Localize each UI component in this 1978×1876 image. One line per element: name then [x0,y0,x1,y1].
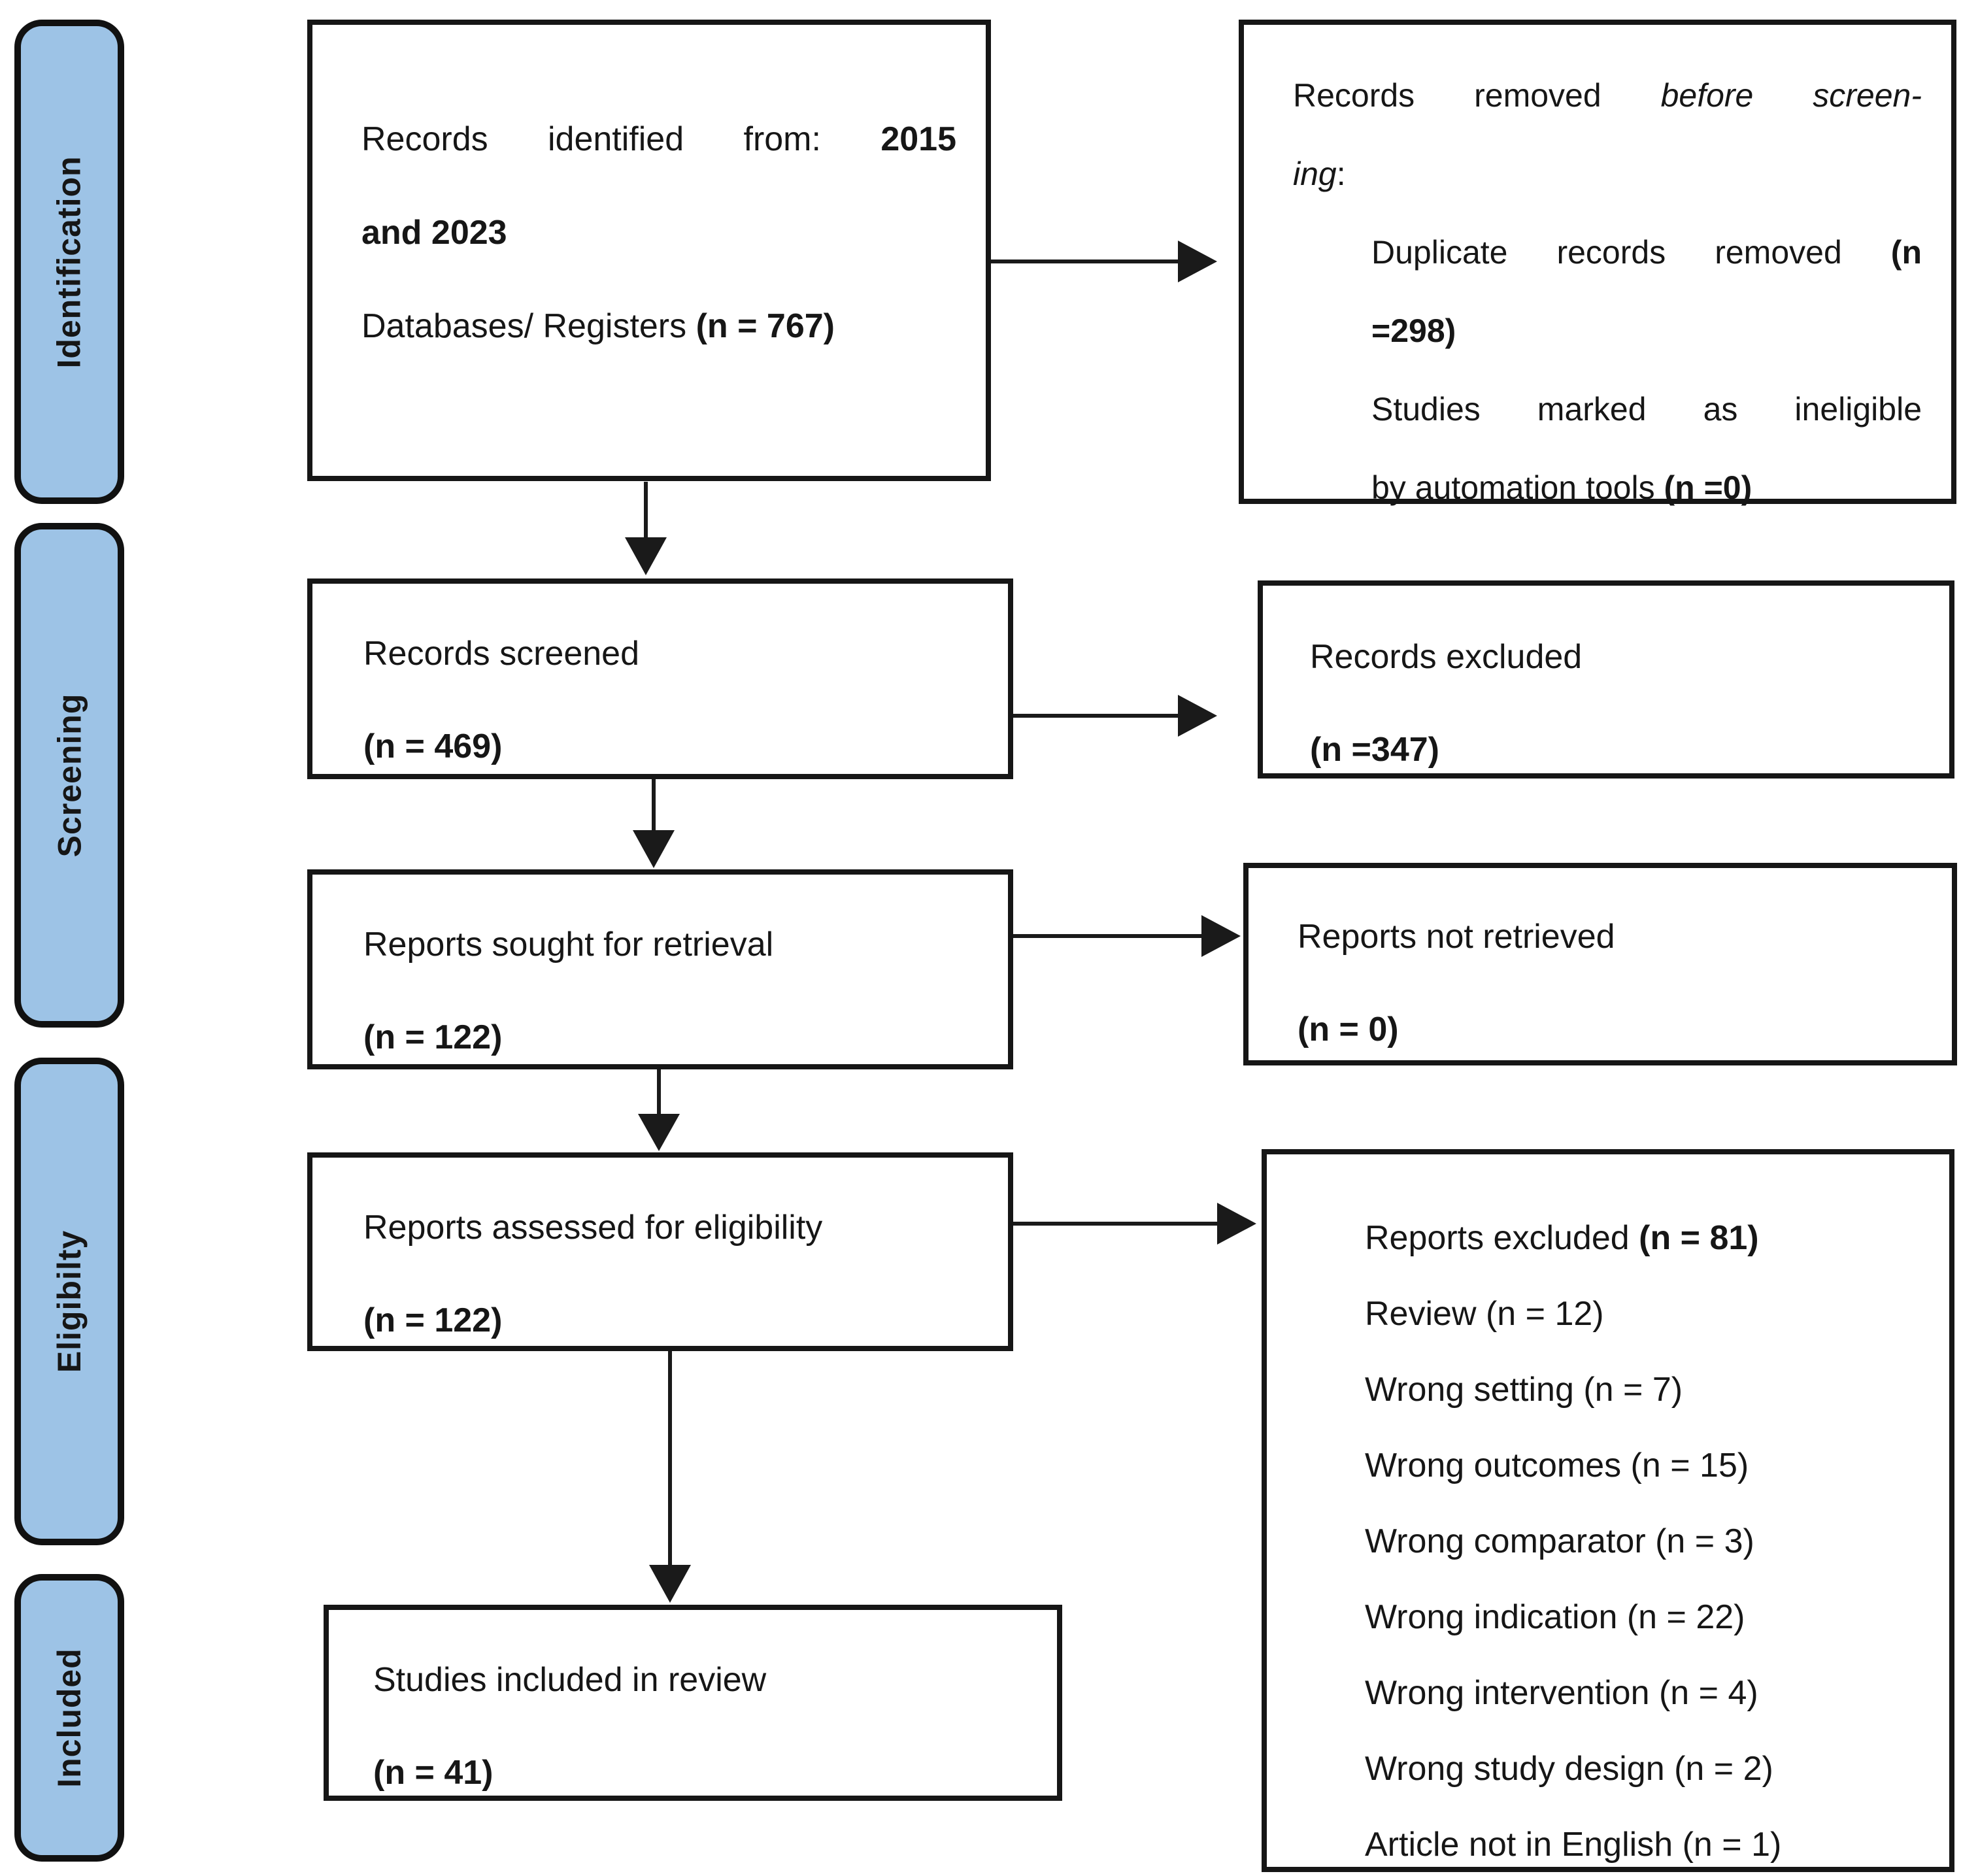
records-removed-line1: Records removed before screen- [1293,77,1922,114]
box-records-removed: Records removed before screen- ing: Dupl… [1239,20,1956,506]
records-screened-label: Records screened [363,635,639,673]
records-removed-line2: ing: [1293,156,1346,192]
box-studies-included: Studies included in review (n = 41) [324,1605,1062,1801]
records-identified-year-end: and 2023 [361,214,507,252]
reports-sought-count: (n = 122) [363,1018,503,1056]
automation-ineligible-line1: Studies marked as ineligible [1371,391,1922,427]
box-reports-excluded: Reports excluded (n = 81) Review (n = 12… [1262,1149,1954,1872]
studies-included-label: Studies included in review [373,1661,767,1699]
box-reports-assessed: Reports assessed for eligibility (n = 12… [307,1152,1013,1351]
box-records-identified: Records identified from: 2015 and 2023 D… [307,20,991,481]
reports-excluded-title: Reports excluded (n = 81) [1365,1219,1759,1257]
reports-assessed-count: (n = 122) [363,1301,503,1339]
studies-included-count: (n = 41) [373,1754,494,1792]
arrow-screened-to-excluded [1013,695,1217,737]
stage-screening: Screening [14,523,124,1028]
exclusion-reason: Wrong outcomes (n = 15) [1365,1447,1749,1484]
box-reports-sought: Reports sought for retrieval (n = 122) [307,869,1013,1069]
arrow-sought-to-not-retrieved [1013,915,1241,957]
records-identified-year-start: 2015 [880,120,956,158]
arrow-identified-to-screened [625,482,667,575]
stage-identification-label: Identification [51,155,88,369]
exclusion-reason: Wrong setting (n = 7) [1365,1371,1683,1409]
exclusion-reason: Article not in English (n = 1) [1365,1826,1782,1864]
stage-screening-label: Screening [51,693,88,858]
duplicates-removed-count: =298) [1371,312,1456,349]
records-excluded-count: (n =347) [1310,731,1439,769]
duplicates-removed-line1: Duplicate records removed (n [1371,234,1922,271]
records-identified-count: (n = 767) [696,307,835,345]
stage-included-label: Included [51,1648,88,1788]
stage-identification: Identification [14,20,124,504]
box-records-screened: Records screened (n = 469) [307,578,1013,779]
records-excluded-label: Records excluded [1310,638,1583,676]
reports-not-retrieved-label: Reports not retrieved [1298,918,1615,956]
stage-included: Included [14,1574,124,1862]
box-records-excluded: Records excluded (n =347) [1258,580,1954,779]
automation-ineligible-line2: by automation tools (n =0) [1371,469,1752,506]
arrow-identified-to-removed [991,241,1217,282]
reports-not-retrieved-count: (n = 0) [1298,1011,1399,1048]
exclusion-reason: Wrong study design (n = 2) [1365,1750,1773,1788]
reports-assessed-label: Reports assessed for eligibility [363,1209,823,1247]
arrow-assessed-to-included [649,1350,691,1603]
box-reports-not-retrieved: Reports not retrieved (n = 0) [1243,863,1957,1065]
reports-sought-label: Reports sought for retrieval [363,926,774,963]
records-identified-text: Records identified from: [361,120,881,158]
records-identified-line1: Records identified from: 2015 [361,93,956,186]
exclusion-reason: Wrong comparator (n = 3) [1365,1522,1754,1560]
records-identified-source: Databases/ Registers [361,307,696,345]
exclusion-reason: Wrong intervention (n = 4) [1365,1674,1758,1712]
arrow-assessed-to-reports-excluded [1013,1203,1256,1245]
records-identified-line3: Databases/ Registers (n = 767) [361,280,956,373]
exclusion-reason: Wrong indication (n = 22) [1365,1598,1745,1636]
stage-eligibility-label: Eligibilty [51,1230,88,1373]
exclusion-reason: Review (n = 12) [1365,1295,1604,1333]
records-screened-count: (n = 469) [363,728,503,765]
stage-eligibility: Eligibilty [14,1058,124,1545]
records-identified-line2: and 2023 [361,186,956,280]
